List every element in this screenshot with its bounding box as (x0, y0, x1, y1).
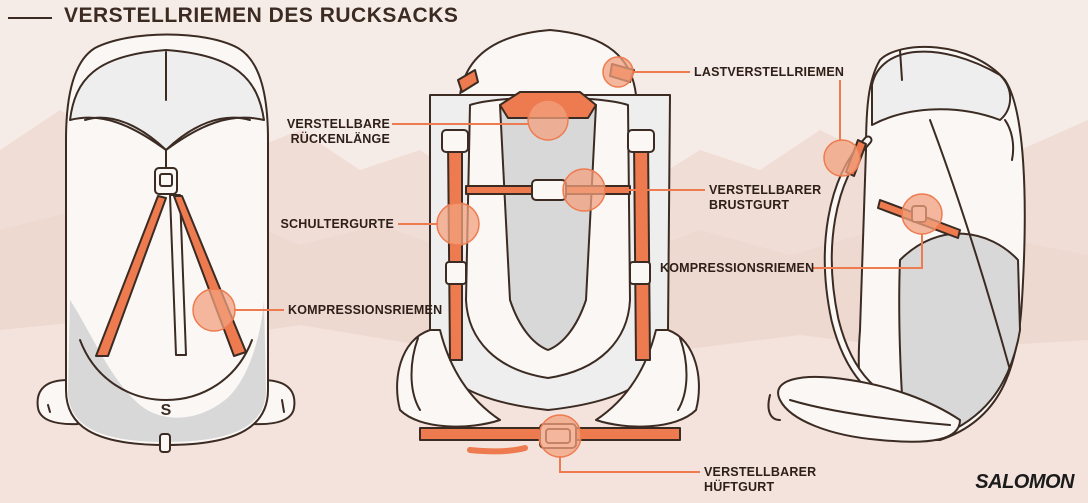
leader-lines (234, 71, 923, 473)
label-verstellbarer-brustgurt: VERSTELLBARER BRUSTGURT (709, 183, 821, 213)
page-title: VERSTELLRIEMEN DES RUCKSACKS (64, 4, 459, 27)
label-verstellbarer-hueftgurt: VERSTELLBARER HÜFTGURT (704, 465, 816, 495)
label-lastverstellriemen: LASTVERSTELLRIEMEN (694, 65, 845, 79)
label-line: BRUSTGURT (709, 198, 790, 212)
backpack-side-view (767, 45, 1026, 443)
title-decoration (8, 17, 52, 19)
label-schultergurte: SCHULTERGURTE (280, 217, 394, 231)
brand-logo: SALOMON (975, 471, 1074, 493)
label-line: RÜCKENLÄNGE (290, 132, 390, 146)
backpack-front-view (36, 33, 296, 453)
label-line: VERSTELLBARER (704, 465, 817, 479)
pack-logo: S (161, 402, 172, 419)
backpack-back-view (396, 29, 700, 455)
label-line: HÜFTGURT (704, 480, 775, 494)
label-kompressionsriemen-side: KOMPRESSIONSRIEMEN (660, 261, 815, 275)
label-kompressionsriemen-front: KOMPRESSIONSRIEMEN (288, 303, 443, 317)
highlight-markers (192, 56, 943, 458)
label-line: VERSTELLBARER (709, 183, 822, 197)
label-line: VERSTELLBARE (286, 117, 390, 131)
label-verstellbare-rueckenlaenge: VERSTELLBARE RÜCKENLÄNGE (262, 117, 390, 147)
